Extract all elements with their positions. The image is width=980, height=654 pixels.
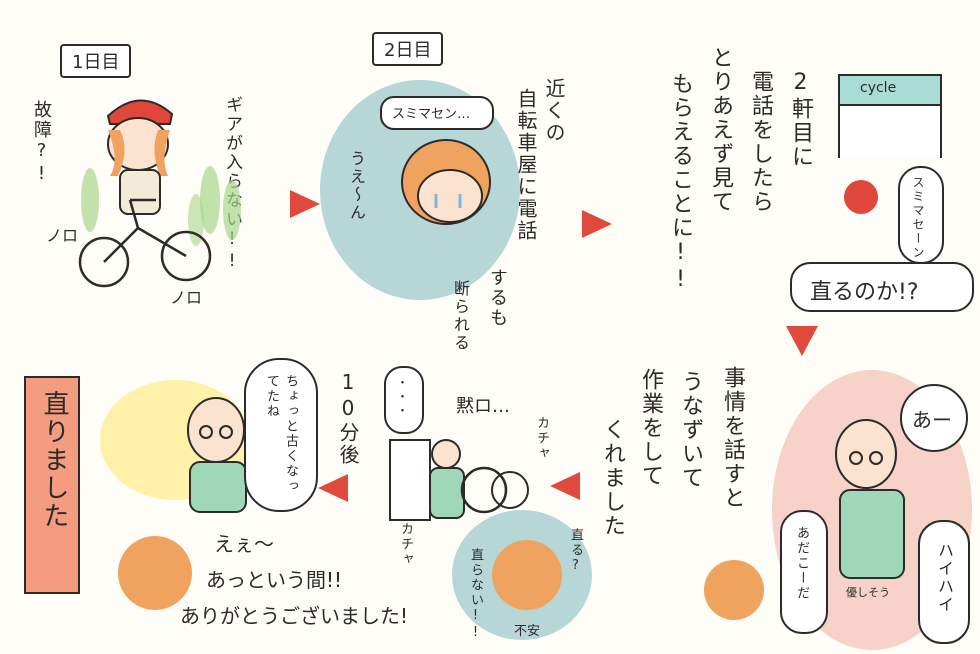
mechanic-face-illustration xyxy=(187,397,247,513)
day2-label: 2日目 xyxy=(384,40,432,61)
final-label-box: 直りました xyxy=(24,376,80,594)
panel6-worry-2: 直らない!! xyxy=(468,548,483,642)
panel1-sfx-2: ノロ xyxy=(170,288,203,307)
speech-bubble-adakoda: あだこーだ xyxy=(780,510,828,634)
arrow-left-1 xyxy=(550,472,580,500)
panel7-time: 10分後 xyxy=(336,370,360,466)
panel3-narration-3: とりあえず見て xyxy=(708,46,733,214)
shop-sign-text: cycle xyxy=(860,80,897,96)
speech-bubble-silent: ・・・ xyxy=(384,366,424,434)
final-label-text: 直りました xyxy=(39,390,69,530)
arrow-left-2 xyxy=(318,474,348,502)
speech-text-sumimasen2: スミマセーン xyxy=(911,176,925,260)
panel7-thanks-3: ありがとうございました! xyxy=(180,604,409,628)
worried-face xyxy=(492,540,562,610)
speech-text-aa: あー xyxy=(912,408,952,432)
speech-text-haihai: ハイハイ xyxy=(935,542,954,614)
panel2-narration-2: 自転車屋に電話 xyxy=(514,88,538,242)
panel5-narration-2: うなずいて xyxy=(678,370,703,490)
panel6-silent-sfx: 黙ロ… xyxy=(456,396,510,417)
helmet-head xyxy=(844,180,878,214)
panel1-sfx-1: ノロ xyxy=(46,226,79,245)
panel7-thanks-2: あっという間!! xyxy=(206,568,343,592)
panel2-narration-4: 断られる xyxy=(451,280,470,352)
mechanic-illustration xyxy=(835,419,905,579)
customer-head xyxy=(704,560,764,620)
panel5-narration-4: くれました xyxy=(600,418,625,538)
panel1-breakdown-text: 故障?! xyxy=(31,100,52,186)
speech-bubble-haihai: ハイハイ xyxy=(918,520,970,644)
panel2-narration-1: 近くの xyxy=(542,78,566,144)
speech-text-adakoda: あだこーだ xyxy=(794,526,809,601)
arrow-right-1 xyxy=(290,190,320,218)
speech-text-furuku: ちょっと古くなってたね xyxy=(264,374,298,494)
repair-scene-illustration xyxy=(389,439,529,521)
crying-person-illustration xyxy=(401,139,491,225)
panel7-thanks-1: えぇ〜 xyxy=(214,532,274,556)
panel3-narration-4: もらえることに!! xyxy=(668,72,693,294)
day2-badge: 2日目 xyxy=(372,32,444,66)
day1-label: 1日目 xyxy=(72,52,120,73)
panel2-narration-3: するも xyxy=(487,268,508,328)
panel6-clack-1: カチャ xyxy=(534,416,549,461)
bike-shop-illustration: cycle xyxy=(838,74,942,158)
panel6-worry-1: 直る? xyxy=(568,528,583,575)
day1-badge: 1日目 xyxy=(60,44,132,78)
speech-text-silent: ・・・ xyxy=(395,376,409,418)
panel6-worry-3: 不安 xyxy=(514,624,541,639)
panel5-narration-3: 作業をして xyxy=(638,368,663,488)
arrow-right-2 xyxy=(582,210,612,238)
panel6-clack-2: カチャ xyxy=(398,522,413,567)
speech-bubble-furuku: ちょっと古くなってたね xyxy=(244,358,318,512)
speech-bubble-sumimasen2: スミマセーン xyxy=(898,166,944,264)
caption-text-naorunoka: 直るのか!? xyxy=(810,280,919,305)
cyclist-illustration xyxy=(78,99,241,288)
speech-bubble-aa: あー xyxy=(900,384,968,452)
panel5-note-kind: 優しそう xyxy=(846,586,890,599)
speech-box-sumimasen: スミマセン… xyxy=(380,96,494,130)
panel3-narration-2: 電話をしたら xyxy=(748,70,773,214)
panel2-cry-sfx: うえ〜ん xyxy=(347,150,366,222)
speech-text-sumimasen: スミマセン… xyxy=(392,107,471,122)
caption-box-naorunoka: 直るのか!? xyxy=(790,262,974,312)
panel3-narration-1: 2軒目に xyxy=(788,70,813,169)
arrow-down xyxy=(786,326,818,356)
happy-face xyxy=(118,536,192,610)
panel5-narration-1: 事情を話すと xyxy=(720,366,745,510)
